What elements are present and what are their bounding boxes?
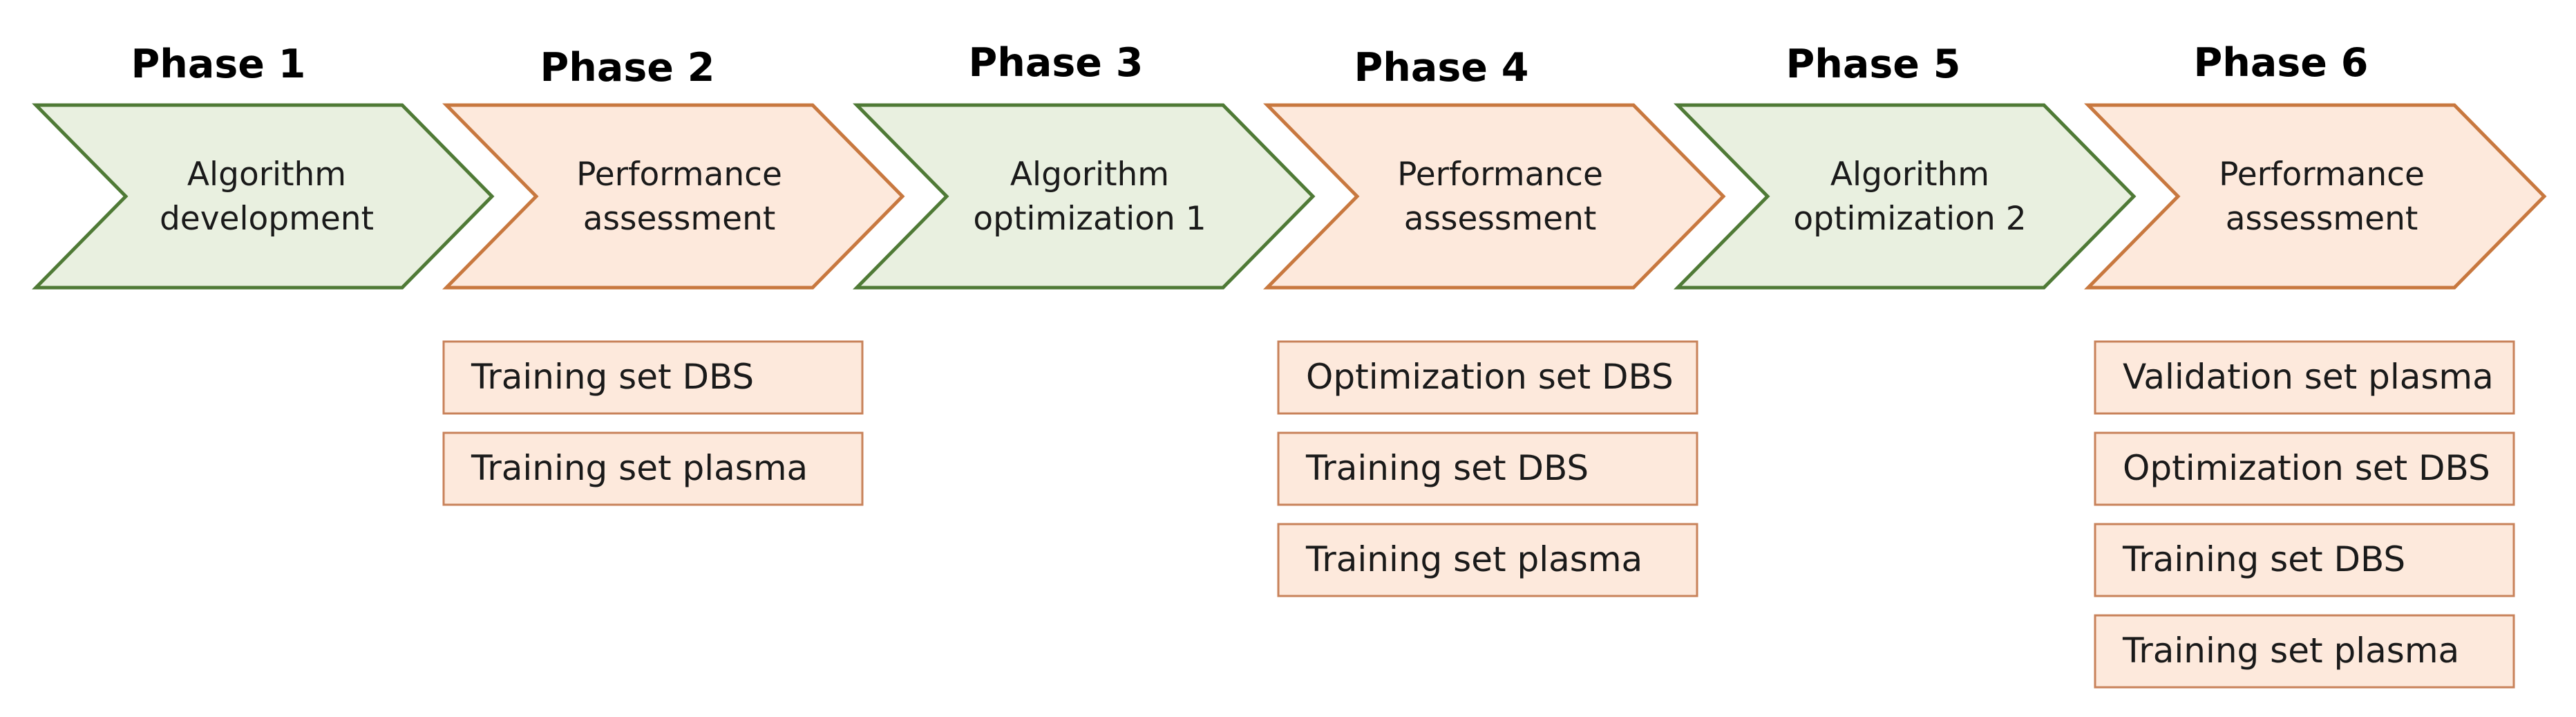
dataset-label: Optimization set DBS xyxy=(2123,448,2490,488)
phase-label-line: Performance xyxy=(2219,156,2425,194)
phase-label-line: Algorithm xyxy=(1010,156,1169,194)
dataset-box xyxy=(2094,614,2515,689)
dataset-box xyxy=(2094,431,2515,506)
dataset-label: Training set plasma xyxy=(1305,539,1642,579)
dataset-box xyxy=(1277,340,1698,415)
dataset-box xyxy=(442,431,864,506)
phase-title: Phase 6 xyxy=(2194,40,2369,86)
dataset-label: Validation set plasma xyxy=(2123,357,2494,397)
phase-label-line: Performance xyxy=(1397,156,1603,194)
dataset-label: Optimization set DBS xyxy=(1306,357,1674,397)
phase-title: Phase 3 xyxy=(969,40,1144,86)
dataset-box xyxy=(1277,523,1698,597)
phase-label-line: development xyxy=(160,200,374,238)
dataset-box xyxy=(2094,340,2515,415)
phase-title: Phase 4 xyxy=(1354,45,1529,91)
phase-chevron xyxy=(1263,103,1726,290)
phase-label-line: optimization 2 xyxy=(1793,200,2026,238)
phase-label-line: Performance xyxy=(576,156,782,194)
phase-label-line: optimization 1 xyxy=(973,200,1206,238)
phase-chevron xyxy=(1674,103,2137,290)
dataset-box xyxy=(442,340,864,415)
phase-5: Phase 5 Algorithm optimization 2 xyxy=(1674,41,2137,290)
phase-label-line: assessment xyxy=(1404,200,1597,238)
phase-title: Phase 5 xyxy=(1786,41,1961,87)
phase-label-line: assessment xyxy=(2226,200,2418,238)
dataset-label: Training set DBS xyxy=(471,357,754,397)
phase-3: Phase 3 Algorithm optimization 1 xyxy=(853,40,1316,290)
phase-chevron xyxy=(853,103,1316,290)
dataset-label: Training set plasma xyxy=(471,448,808,488)
phase-label-line: assessment xyxy=(583,200,776,238)
dataset-box xyxy=(2094,523,2515,597)
phase-chevron xyxy=(2084,103,2547,290)
phase-4: Phase 4 Performance assessmentOptimization… xyxy=(1263,45,1726,597)
dataset-label: Training set DBS xyxy=(2122,539,2405,579)
dataset-label: Training set DBS xyxy=(1305,448,1589,488)
phase-chevron xyxy=(442,103,905,290)
dataset-box xyxy=(1277,431,1698,506)
phase-label-line: Algorithm xyxy=(187,156,346,194)
phase-title: Phase 2 xyxy=(540,45,715,91)
phase-1: Phase 1 Algorithm development xyxy=(32,41,495,290)
dataset-label: Training set plasma xyxy=(2122,631,2459,671)
phase-label-line: Algorithm xyxy=(1830,156,1989,194)
phase-title: Phase 1 xyxy=(131,41,306,87)
phase-chevron xyxy=(32,103,495,290)
